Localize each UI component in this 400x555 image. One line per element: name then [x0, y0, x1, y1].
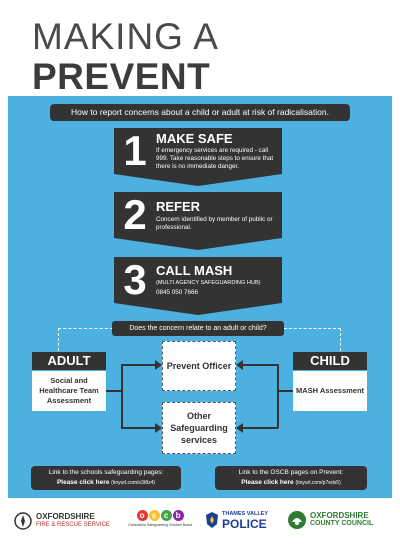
fire-crest-icon: [14, 512, 32, 530]
schools-link-url[interactable]: (tinyurl.com/o3t8z4): [111, 480, 156, 486]
oscb-logo: o s c b Oxfordshire Safeguarding Childre…: [128, 510, 192, 528]
dashed-connector-right: [284, 328, 341, 351]
oscb-link-box[interactable]: Link to the OSCB pages on Prevent: Pleas…: [215, 466, 367, 490]
step-1-number: 1: [123, 127, 147, 174]
adult-to-other-line: [121, 427, 155, 429]
oscb-link-click[interactable]: Please click here: [241, 479, 294, 486]
step-1-arrow: [114, 174, 282, 186]
council-logo-line-1: OXFORDSHIRE: [310, 511, 369, 520]
county-council-logo: OXFORDSHIRE COUNTY COUNCIL: [287, 510, 373, 530]
schools-link-text: Link to the schools safeguarding pages:: [48, 469, 164, 476]
fire-service-logo: OXFORDSHIRE FIRE & RESCUE SERVICE: [14, 512, 110, 530]
oscb-link-text: Link to the OSCB pages on Prevent:: [238, 469, 344, 476]
child-header: CHILD: [293, 352, 367, 370]
oscb-letter-o: o: [136, 510, 148, 521]
step-2-number: 2: [123, 191, 147, 238]
adult-connector-vertical: [121, 364, 123, 428]
arrow-to-other-right: [236, 423, 243, 433]
council-logo-line-2: COUNTY COUNCIL: [310, 520, 374, 527]
step-3-phone: 0845 050 7666: [156, 289, 199, 296]
logo-strip: OXFORDSHIRE FIRE & RESCUE SERVICE o s c …: [0, 504, 400, 544]
step-2-arrow: [114, 238, 282, 250]
fire-logo-line-1: OXFORDSHIRE: [36, 512, 95, 521]
dashed-connector-left: [58, 328, 113, 351]
schools-link-click[interactable]: Please click here: [56, 479, 110, 486]
step-3: 3 CALL MASH (MULTI AGENCY SAFEGUARDING H…: [114, 257, 282, 303]
child-to-prevent-line: [243, 364, 278, 366]
child-connector-vertical: [277, 364, 279, 428]
step-2-title: REFER: [156, 199, 201, 214]
prevent-officer-box: Prevent Officer: [162, 341, 236, 391]
question-banner: Does the concern relate to an adult or c…: [112, 321, 284, 336]
adult-connector: [106, 390, 122, 392]
step-3-title: CALL MASH: [156, 263, 233, 278]
schools-link-box[interactable]: Link to the schools safeguarding pages: …: [31, 466, 181, 490]
title-line-1: MAKING A: [32, 16, 219, 57]
step-3-number: 3: [123, 256, 147, 303]
arrow-to-prevent-left: [155, 360, 162, 370]
fire-logo-line-2: FIRE & RESCUE SERVICE: [36, 522, 110, 528]
adult-assessment-box: Social and Healthcare Team Assessment: [32, 371, 106, 411]
oscb-letter-b: b: [172, 510, 184, 521]
step-1-title: MAKE SAFE: [156, 131, 233, 146]
intro-banner: How to report concerns about a child or …: [50, 104, 350, 121]
step-3-arrow: [114, 303, 282, 315]
adult-to-prevent-line: [121, 364, 155, 366]
other-safeguarding-box: Other Safeguarding services: [162, 402, 236, 454]
arrow-to-other-left: [155, 423, 162, 433]
child-assessment-box: MASH Assessment: [293, 371, 367, 411]
step-3-subtitle: (MULTI AGENCY SAFEGUARDING HUB): [156, 280, 261, 286]
council-emblem-icon: [288, 511, 306, 529]
oscb-letter-c: c: [160, 510, 172, 521]
step-2: 2 REFER Concern identified by member of …: [114, 192, 282, 238]
police-logo-line-2: POLICE: [222, 517, 267, 531]
police-logo: THAMES VALLEY POLICE: [205, 510, 268, 530]
step-1: 1 MAKE SAFE If emergency services are re…: [114, 128, 282, 174]
child-connector: [278, 390, 293, 392]
child-to-other-line: [243, 427, 278, 429]
adult-header: ADULT: [32, 352, 106, 370]
oscb-letter-s: s: [148, 510, 160, 521]
oscb-link-url[interactable]: (tinyurl.com/p7eds5): [295, 480, 341, 486]
police-logo-line-1: THAMES VALLEY: [222, 511, 269, 517]
arrow-to-prevent-right: [236, 360, 243, 370]
step-1-text: If emergency services are required - cal…: [156, 147, 274, 170]
step-2-text: Concern identified by member of public o…: [156, 216, 273, 231]
oscb-logo-text: Oxfordshire Safeguarding Children Board: [128, 523, 193, 527]
police-badge-icon: [206, 512, 218, 528]
